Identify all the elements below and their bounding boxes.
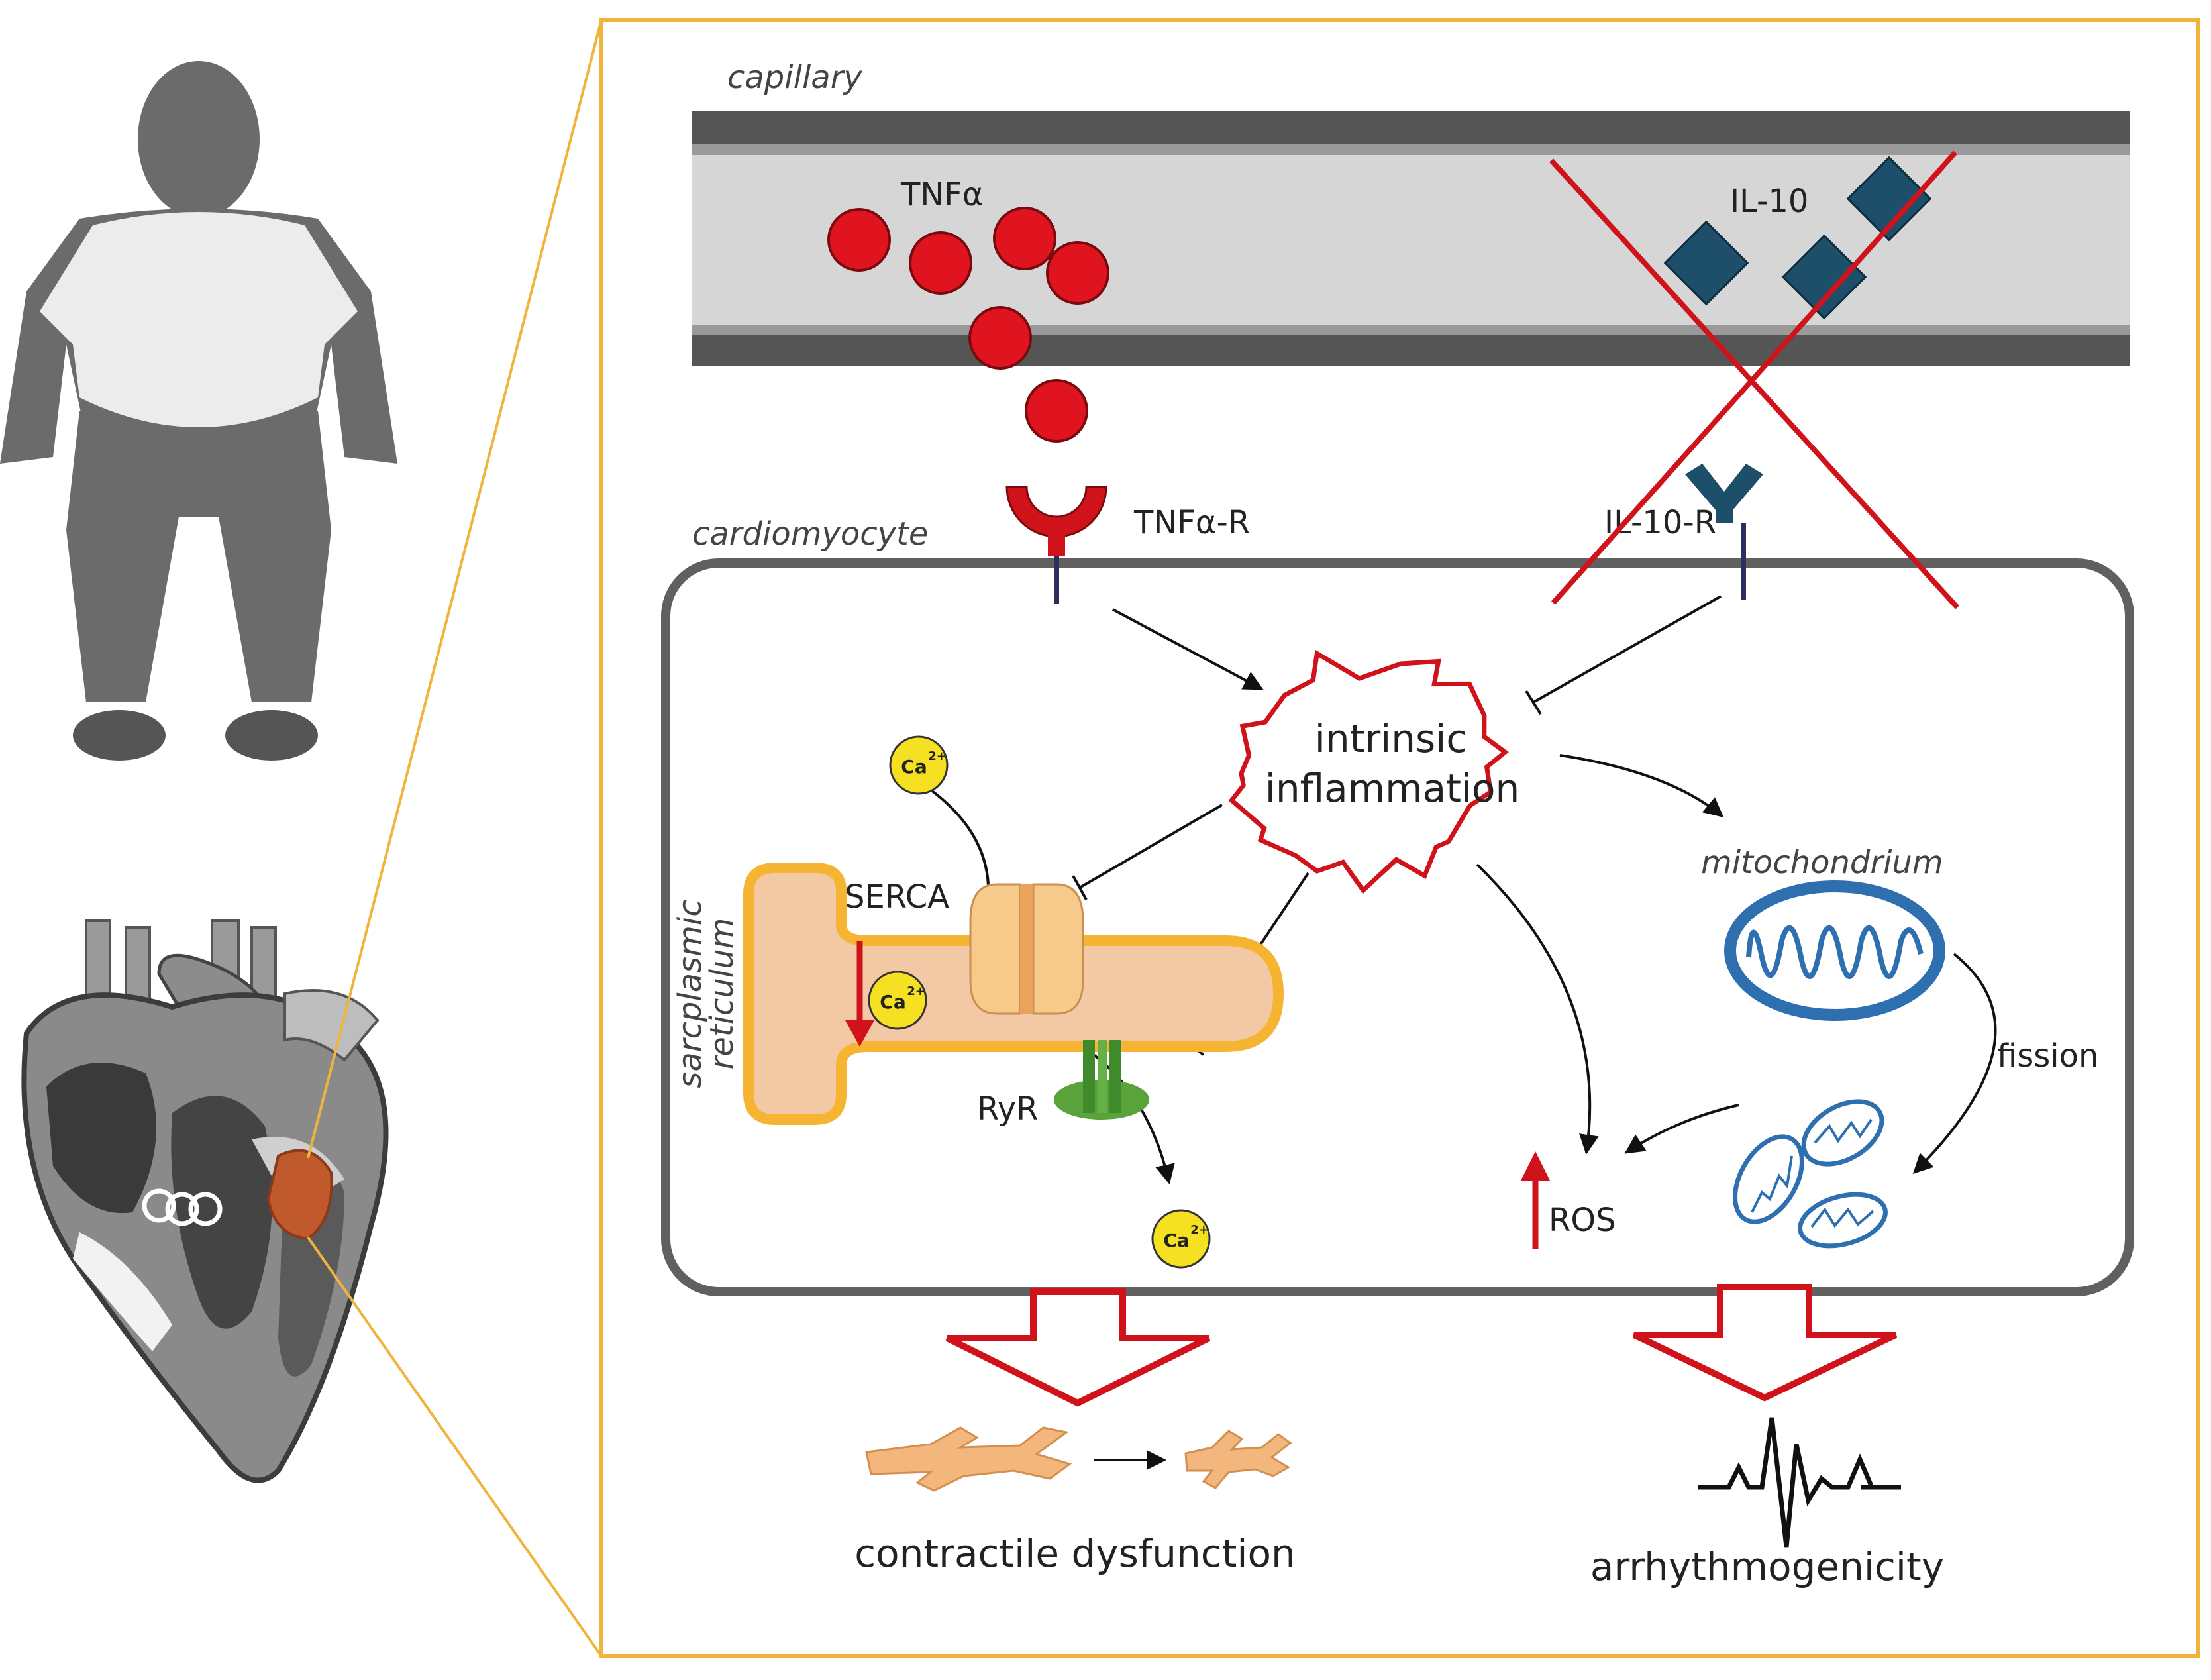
calcium-ion-sr-label: Ca [880, 991, 905, 1013]
obese-person-silhouette [0, 61, 397, 761]
outcome-left-label: contractile dysfunction [854, 1531, 1296, 1576]
cardiomyocyte-membrane [661, 558, 2134, 1296]
ecg-trace-icon [1698, 1417, 1901, 1548]
il10-label: IL-10 [1730, 183, 1808, 220]
il10-particles [1663, 156, 1932, 320]
capillary-label: capillary [727, 59, 862, 96]
intrinsic-label-line2: inflammation [1265, 766, 1520, 811]
zoom-lines [307, 19, 603, 1657]
mitochondrium-label: mitochondrium [1701, 844, 1943, 881]
il10-receptor-label: IL-10-R [1604, 504, 1716, 541]
tnfa-receptor-label: TNFα-R [1133, 504, 1250, 541]
calcium-ion-released-label: Ca [1163, 1230, 1189, 1251]
sr-label-line1: sarcplasmic [672, 899, 709, 1088]
ros-increase-arrow-icon [1521, 1151, 1550, 1249]
decrease-arrow-icon [845, 941, 874, 1047]
intrinsic-label-line1: intrinsic [1315, 716, 1468, 761]
calcium-ion-cytosol-label: Ca [901, 756, 927, 778]
calcium-ion-sr: Ca 2+ [868, 971, 927, 1030]
tnfa-receptor [1005, 486, 1107, 604]
outcome-right-label: arrhythmogenicity [1590, 1544, 1944, 1589]
heart-illustration [21, 919, 389, 1483]
calcium-ion-cytosol: Ca 2+ [889, 735, 949, 795]
calcium-ion-sr-charge: 2+ [907, 984, 925, 998]
calcium-ion-cytosol-charge: 2+ [928, 749, 947, 763]
outcome-arrow-right [1632, 1284, 1898, 1402]
serca-pump [969, 883, 1084, 1015]
tnfa-label: TNFα [900, 176, 983, 213]
fragmented-mitochondria [1733, 1099, 1888, 1249]
ryr-channel [1054, 1040, 1149, 1120]
cardiomyocyte-label: cardiomyocyte [692, 515, 928, 552]
tnfa-particles [827, 207, 1109, 443]
ryr-label: RyR [977, 1090, 1038, 1128]
serca-label: SERCA [845, 878, 949, 916]
ros-label: ROS [1549, 1202, 1616, 1239]
inflammation-starburst [1228, 649, 1510, 894]
calcium-ion-released-charge: 2+ [1190, 1223, 1209, 1237]
calcium-ion-released: Ca 2+ [1151, 1209, 1211, 1269]
fission-label: fission [1997, 1037, 2098, 1075]
outcome-arrow-left [945, 1288, 1211, 1407]
mitochondrion [1724, 880, 1945, 1021]
capillary-vessel [692, 111, 2130, 366]
il10-receptor [1685, 464, 1763, 600]
il10-blocked-cross [1549, 150, 1959, 609]
cardiomyocyte-shrinking-illustration [865, 1426, 1292, 1492]
sr-label-line2: reticulum [703, 918, 741, 1070]
